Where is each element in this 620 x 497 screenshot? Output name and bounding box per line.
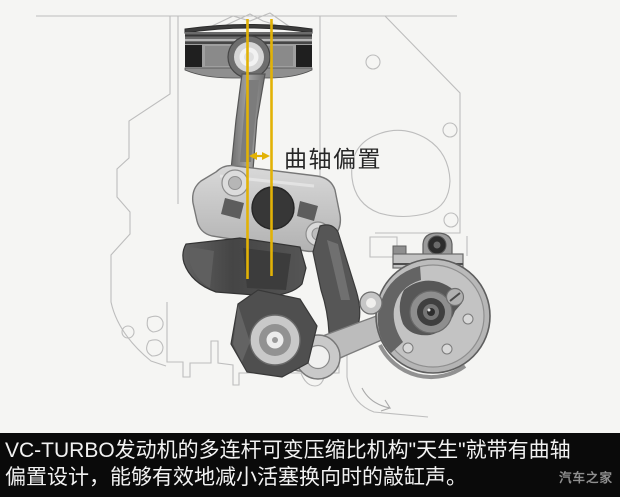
actuator-bolt [441,343,453,355]
caption-line-1: VC-TURBO发动机的多连杆可变压缩比机构"天生"就带有曲轴 [5,439,571,462]
control-shaft-bearing [230,289,318,378]
offset-annotation [246,19,273,279]
plate-slot-right [297,201,318,221]
piston-dome-outline [209,12,291,28]
bolt-hole-outline [442,122,458,138]
bolt-hole-outline [443,212,459,228]
crank-pin-bore [251,186,295,230]
caption-bar: VC-TURBO发动机的多连杆可变压缩比机构"天生"就带有曲轴 偏置设计，能够有… [0,433,620,497]
right-block-edge [375,15,461,234]
offset-arrow-icon [249,152,270,160]
actuator-bolt [462,313,474,325]
pan-boss-outline-2 [146,339,164,357]
pan-bolt-outline [121,325,135,339]
caption-line-2: 偏置设计，能够有效地减小活塞换向时的敲缸声。 [5,466,467,489]
oil-pan-rail-outline [166,302,429,418]
block-cavity-outline [351,129,451,218]
pan-boss-outline [146,315,164,333]
vcr-actuator [359,232,491,380]
rotation-arrow [361,387,392,412]
piston-skirt-panel-right [296,45,312,67]
actuator-bolt [402,342,414,354]
piston-skirt-panel-left [185,45,202,67]
crank-counterweight [182,237,307,297]
watermark-autohome: 汽车之家 [558,471,613,485]
engine-diagram [36,12,491,418]
plate-slot-left [221,198,244,219]
left-block-edge [110,16,171,367]
crank-offset-label: 曲轴偏置 [284,146,382,172]
actuator-lever [377,266,421,353]
piston-dome-outline-2 [221,13,284,28]
background-outline [36,12,468,418]
bolt-hole-outline [365,54,381,70]
piston [184,24,313,79]
control-link [312,224,361,339]
